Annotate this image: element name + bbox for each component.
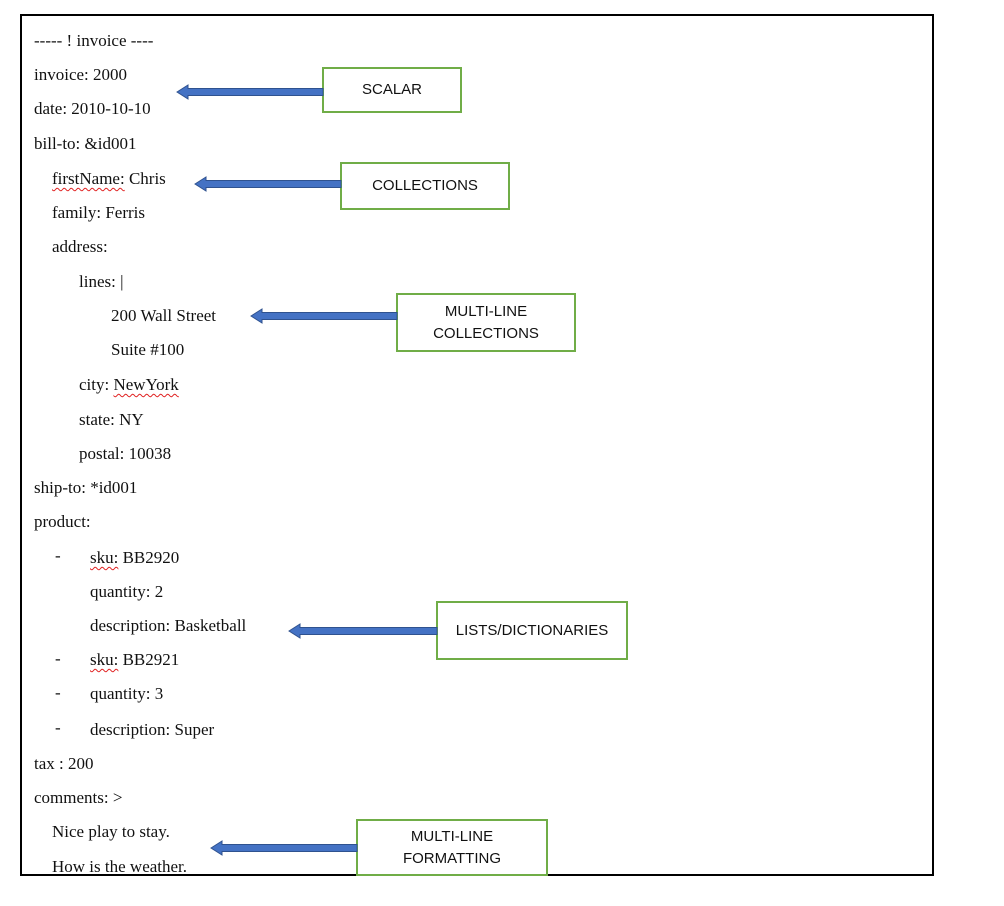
doc-line-firstname: firstName: Chris bbox=[52, 169, 166, 189]
callout-collections: COLLECTIONS bbox=[340, 162, 510, 210]
misspelled-key: firstName: bbox=[52, 169, 125, 188]
doc-line-sku-2: sku: BB2921 bbox=[90, 650, 179, 670]
doc-line-address: address: bbox=[52, 237, 108, 256]
list-bullet-3: - bbox=[55, 683, 61, 702]
doc-line-quantity-1: quantity: 2 bbox=[90, 582, 164, 601]
list-bullet-1: - bbox=[55, 546, 61, 565]
doc-line-header: ----- ! invoice ---- bbox=[34, 31, 154, 50]
misspelled-key: sku: bbox=[90, 650, 119, 669]
doc-line-product: product: bbox=[34, 512, 91, 531]
doc-line-city: city: NewYork bbox=[79, 375, 179, 395]
doc-line-date: date: 2010-10-10 bbox=[34, 99, 151, 118]
doc-line-postal: postal: 10038 bbox=[79, 444, 172, 463]
doc-line-state: state: NY bbox=[79, 410, 144, 429]
doc-line-street: 200 Wall Street bbox=[111, 306, 217, 325]
firstname-text: firstName: Chris bbox=[52, 169, 166, 188]
doc-line-quantity-2: quantity: 3 bbox=[90, 684, 164, 703]
doc-line-lines: lines: | bbox=[79, 272, 124, 291]
list-bullet-2: - bbox=[55, 649, 61, 668]
arrow-left-icon bbox=[250, 308, 398, 324]
arrow-left-icon bbox=[288, 623, 438, 639]
doc-line-suite: Suite #100 bbox=[111, 340, 185, 359]
doc-line-sku-1: sku: BB2920 bbox=[90, 548, 179, 568]
list-bullet-4: - bbox=[55, 718, 61, 737]
city-value: NewYork bbox=[113, 375, 179, 394]
doc-line-bill-to: bill-to: &id001 bbox=[34, 134, 137, 153]
callout-scalar: SCALAR bbox=[322, 67, 462, 113]
callout-multiline-formatting: MULTI-LINE FORMATTING bbox=[356, 819, 548, 876]
city-text: city: NewYork bbox=[79, 375, 179, 394]
callout-lists-dictionaries: LISTS/DICTIONARIES bbox=[436, 601, 628, 660]
doc-line-comment-2: How is the weather. bbox=[52, 857, 188, 876]
misspelled-key: sku: bbox=[90, 548, 119, 567]
doc-line-ship-to: ship-to: *id001 bbox=[34, 478, 138, 497]
doc-line-description-2: description: Super bbox=[90, 720, 215, 739]
callout-multiline-collections: MULTI-LINE COLLECTIONS bbox=[396, 293, 576, 352]
doc-line-family: family: Ferris bbox=[52, 203, 146, 222]
sku-1-text: sku: BB2920 bbox=[90, 548, 180, 567]
doc-line-tax: tax : 200 bbox=[34, 754, 94, 773]
doc-line-description-1: description: Basketball bbox=[90, 616, 247, 635]
sku-2-text: sku: BB2921 bbox=[90, 650, 180, 669]
doc-line-invoice: invoice: 2000 bbox=[34, 65, 128, 84]
arrow-left-icon bbox=[210, 840, 358, 856]
arrow-left-icon bbox=[176, 84, 324, 100]
arrow-left-icon bbox=[194, 176, 342, 192]
doc-line-comment-1: Nice play to stay. bbox=[52, 822, 170, 841]
doc-line-comments: comments: > bbox=[34, 788, 123, 807]
